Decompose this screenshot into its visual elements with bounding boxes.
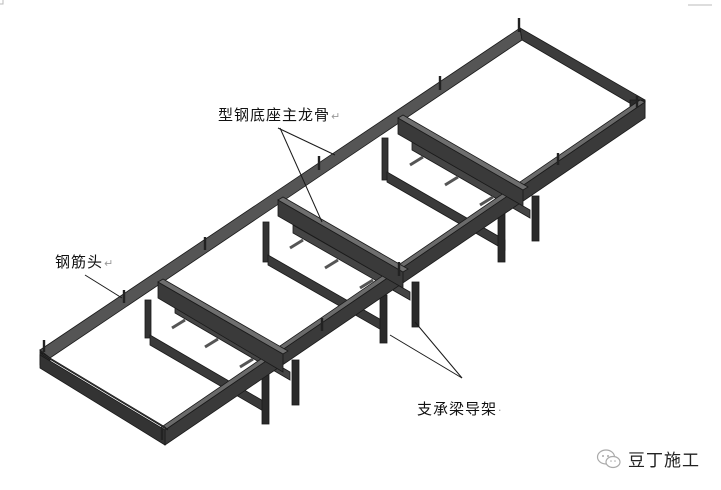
left-end-beam [39, 354, 166, 446]
label-rebar-head-text: 钢筋头 [55, 253, 104, 271]
label-main-keel-text: 型钢底座主龙骨 [218, 106, 331, 124]
watermark-text: 豆丁施工 [628, 451, 700, 471]
leader-main-keel-2 [279, 127, 323, 223]
leader-main-keel-1 [277, 127, 336, 156]
leader-lines [84, 127, 463, 379]
leader-support-guide-1 [389, 334, 463, 379]
label-support-guide: 支承梁导架· [417, 398, 503, 419]
leader-rebar-head [84, 274, 123, 299]
label-support-guide-text: 支承梁导架 [417, 400, 498, 418]
rebar-heads [42, 18, 639, 440]
paragraph-mark: ↵ [331, 110, 342, 123]
front-long-beam [164, 101, 646, 446]
wechat-icon [596, 448, 621, 468]
right-end-beam [519, 27, 646, 113]
back-long-beam [39, 27, 523, 359]
label-main-keel: 型钢底座主龙骨↵ [218, 104, 341, 125]
paragraph-mark: · [498, 404, 503, 417]
leader-support-guide-2 [414, 321, 463, 379]
crop-marks [0, 0, 712, 6]
watermark: 豆丁施工 [596, 446, 700, 471]
paragraph-mark: ↵ [104, 257, 115, 270]
label-rebar-head: 钢筋头↵ [55, 251, 114, 272]
cross-beams [157, 114, 529, 373]
